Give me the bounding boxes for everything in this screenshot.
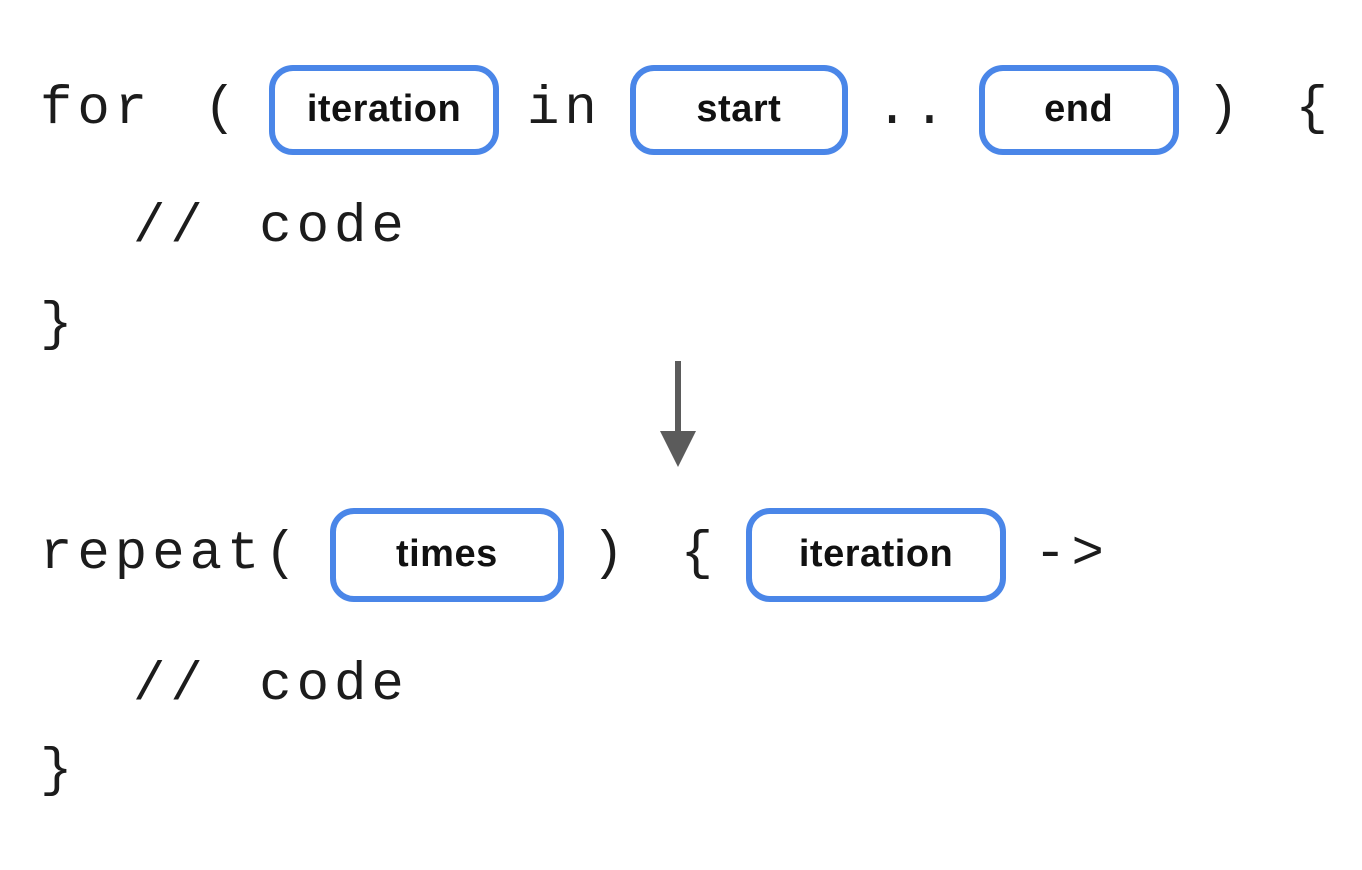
placeholder-end: end xyxy=(978,65,1179,155)
for-header-line: for ( iteration in start .. end ) { xyxy=(40,58,1333,162)
code-segment-lambda-arrow: -> xyxy=(1034,524,1109,586)
code-segment-for-close: ) { xyxy=(1206,79,1333,141)
code-segment-range-dots: .. xyxy=(875,79,951,141)
placeholder-iteration-label: iteration xyxy=(306,88,462,130)
placeholder-times-label: times xyxy=(395,533,498,575)
placeholder-start-label: start xyxy=(696,88,782,130)
for-closing-brace: } xyxy=(40,295,78,356)
code-segment-for-open: for ( xyxy=(40,79,242,141)
placeholder-iteration: iteration xyxy=(269,65,500,155)
for-body-comment: // code xyxy=(133,197,409,258)
repeat-body-comment: // code xyxy=(133,655,409,716)
placeholder-start: start xyxy=(629,65,848,155)
code-segment-repeat-brace: ) { xyxy=(591,524,719,586)
repeat-closing-brace: } xyxy=(40,741,78,802)
transform-arrow xyxy=(659,361,697,467)
placeholder-iteration-lambda: iteration xyxy=(746,508,1007,602)
repeat-header-line: repeat( times ) { iteration -> xyxy=(40,503,1109,607)
placeholder-times: times xyxy=(329,508,564,602)
placeholder-end-label: end xyxy=(1044,88,1114,130)
placeholder-iteration-lambda-label: iteration xyxy=(798,533,954,575)
code-segment-in: in xyxy=(527,79,602,141)
code-segment-repeat-open: repeat( xyxy=(40,524,302,586)
down-arrow-icon xyxy=(660,361,696,467)
